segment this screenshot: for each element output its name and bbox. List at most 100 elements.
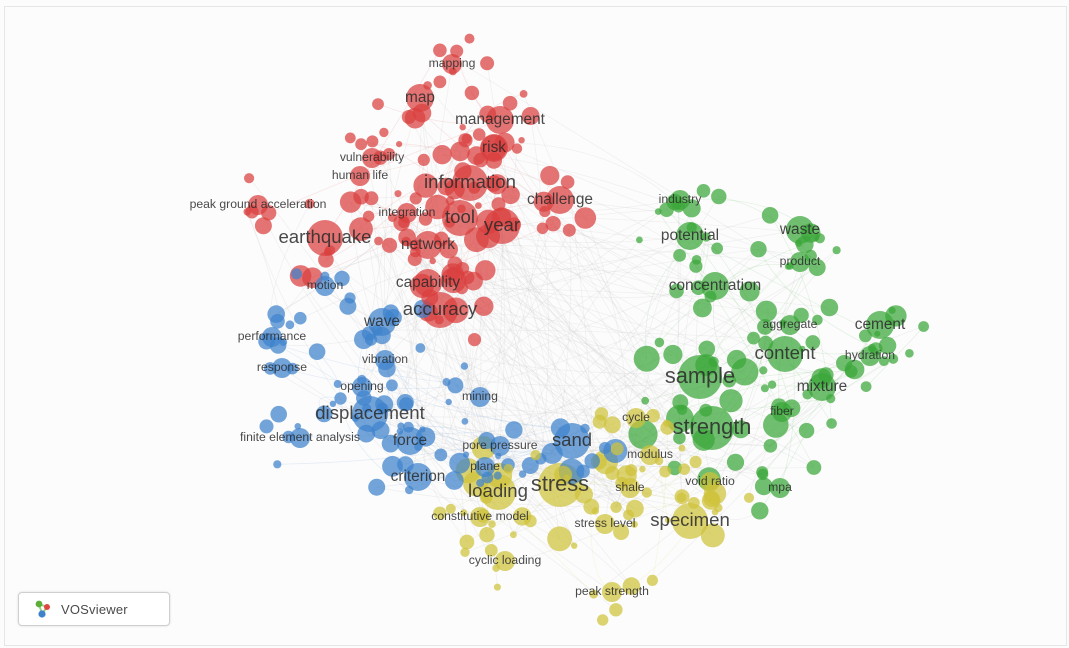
network-node[interactable] [444,217,456,228]
network-node[interactable] [874,330,881,337]
network-node[interactable] [357,424,376,443]
network-node[interactable] [759,366,768,375]
network-node[interactable] [318,251,334,268]
network-node[interactable] [672,199,685,213]
network-node[interactable] [546,186,574,214]
network-node[interactable] [285,320,295,330]
network-node[interactable] [646,408,660,423]
network-node[interactable] [676,222,704,250]
node-label[interactable]: hydration [845,348,895,362]
node-label[interactable]: human life [332,168,388,182]
node-label[interactable]: cycle [622,410,650,424]
network-node[interactable] [770,478,790,498]
network-node[interactable] [409,192,422,205]
network-node[interactable] [333,380,342,388]
network-node[interactable] [473,152,489,168]
network-node[interactable] [521,457,539,474]
network-node[interactable] [344,292,356,304]
network-node[interactable] [371,421,390,440]
network-node[interactable] [676,492,687,503]
network-node[interactable] [445,398,452,406]
network-node[interactable] [334,392,347,405]
network-node[interactable] [540,166,560,186]
network-node[interactable] [412,103,432,123]
network-node[interactable] [445,196,455,206]
network-node[interactable] [368,478,386,496]
network-node[interactable] [818,367,834,383]
network-node[interactable] [673,431,686,445]
node-label[interactable]: waste [779,221,820,238]
node-label[interactable]: modulus [627,447,673,461]
node-label[interactable]: loading [468,480,528,501]
network-node[interactable] [757,319,773,335]
network-node[interactable] [315,276,335,296]
network-node[interactable] [663,419,671,427]
network-node[interactable] [547,526,572,552]
network-node[interactable] [506,217,522,232]
network-node[interactable] [491,197,506,212]
network-node[interactable] [294,311,307,325]
network-node[interactable] [387,213,397,222]
network-node[interactable] [493,583,501,591]
network-node[interactable] [597,614,609,626]
network-node[interactable] [460,362,469,370]
network-node[interactable] [510,531,517,539]
node-label[interactable]: constitutive model [431,509,529,523]
network-node[interactable] [591,507,600,515]
network-node[interactable] [699,403,713,417]
node-label[interactable]: stress [531,471,589,496]
node-label[interactable]: wave [363,313,400,330]
network-node[interactable] [503,464,514,474]
network-node[interactable] [475,202,482,210]
network-node[interactable] [610,501,622,513]
network-node[interactable] [378,359,396,378]
network-node[interactable] [826,394,836,404]
network-node[interactable] [476,508,490,523]
network-node[interactable] [663,344,683,365]
network-node[interactable] [574,485,594,504]
network-node[interactable] [659,465,672,478]
node-label[interactable]: management [455,111,546,128]
network-node[interactable] [456,262,470,275]
network-node[interactable] [394,190,402,198]
network-node[interactable] [859,329,872,343]
node-label[interactable]: vibration [362,352,408,366]
network-node[interactable] [811,233,820,242]
network-node[interactable] [476,224,501,249]
network-node[interactable] [639,466,646,473]
network-node[interactable] [701,232,711,242]
network-node[interactable] [682,199,701,218]
network-node[interactable] [329,400,337,407]
network-node[interactable] [401,236,412,247]
node-label[interactable]: product [780,254,821,268]
network-node[interactable] [518,470,527,478]
network-node[interactable] [563,474,571,482]
network-node[interactable] [397,456,414,473]
network-node[interactable] [478,432,496,449]
network-node[interactable] [722,373,736,388]
network-node[interactable] [449,452,470,474]
network-node[interactable] [760,384,769,393]
node-label[interactable]: mixture [797,378,847,395]
node-label[interactable]: response [257,360,307,374]
network-node[interactable] [356,390,372,406]
network-node[interactable] [270,405,288,423]
network-node[interactable] [442,378,451,386]
network-node[interactable] [459,534,475,550]
network-node[interactable] [812,314,823,326]
network-node[interactable] [669,283,684,299]
network-node[interactable] [798,422,815,439]
network-node[interactable] [398,217,410,229]
network-node[interactable] [418,212,433,226]
network-node[interactable] [905,349,914,358]
node-label[interactable]: aggregate [763,317,818,331]
network-node[interactable] [726,349,747,370]
network-node[interactable] [804,249,817,262]
network-node[interactable] [603,416,621,434]
network-node[interactable] [594,407,609,421]
network-node[interactable] [719,389,743,413]
network-node[interactable] [381,434,400,453]
network-node[interactable] [492,207,512,227]
network-node[interactable] [589,589,599,599]
node-label[interactable]: content [755,342,817,363]
